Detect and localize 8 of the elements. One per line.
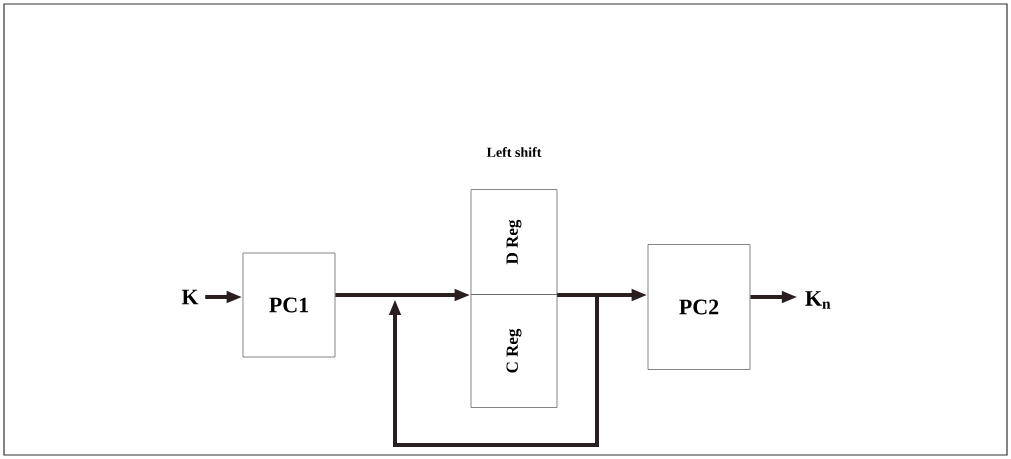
arrow xyxy=(388,293,599,447)
input-label: K xyxy=(181,289,199,305)
process-box: PC1 xyxy=(242,252,336,358)
heading-label: Left shift xyxy=(486,147,542,157)
process-box: PC2 xyxy=(647,244,751,370)
register-box: C Reg xyxy=(470,294,558,408)
output-label: K$_{n}$ xyxy=(805,291,831,309)
register-box: D Reg xyxy=(470,189,558,295)
